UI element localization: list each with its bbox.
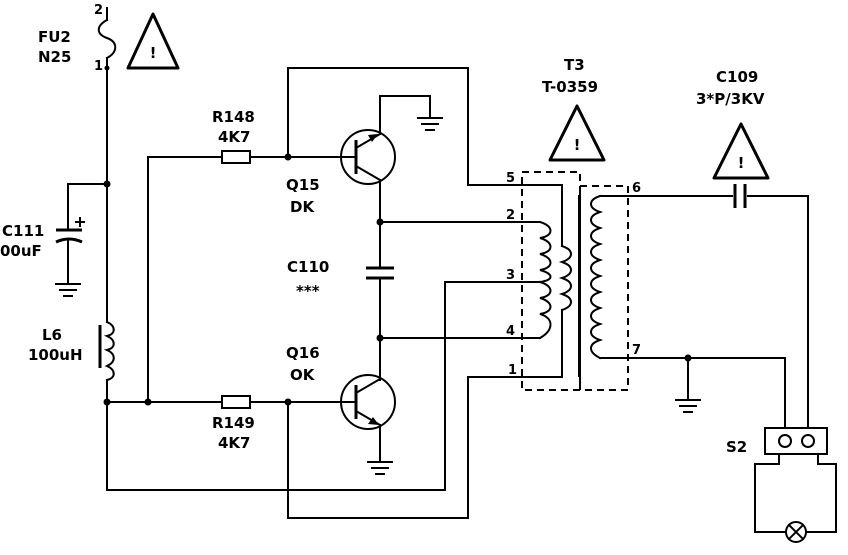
left-rail [97, 7, 117, 491]
fu2-value: N25 [38, 48, 71, 66]
q16-value: OK [290, 366, 316, 384]
l6-ref: L6 [42, 326, 62, 344]
r148-value: 4K7 [218, 128, 251, 146]
base-network [106, 150, 341, 409]
capacitor-c111 [55, 183, 108, 297]
r149-value: 4K7 [218, 434, 251, 452]
t3-pin-6: 6 [632, 181, 641, 196]
fu2-pin-bottom: 1 [94, 59, 103, 74]
t3-value: T-0359 [542, 78, 598, 96]
transistor-q15 [339, 95, 443, 223]
q16-ref: Q16 [286, 344, 320, 362]
warning-triangle-c109: ! [712, 122, 770, 180]
warning-triangle-t3: ! [548, 104, 606, 162]
feedback-loops [106, 67, 523, 519]
c110-value: *** [296, 282, 320, 300]
q15-ref: Q15 [286, 176, 320, 194]
labels: 2 1 FU2 N25 C111 00uF L6 100uH R148 4K7 … [0, 3, 765, 456]
c109-ref: C109 [716, 68, 758, 86]
c110-ref: C110 [287, 258, 329, 276]
q15-value: DK [290, 198, 315, 216]
t3-pin-2: 2 [506, 208, 515, 223]
c109-value: 3*P/3KV [696, 90, 765, 108]
fu2-pin-top: 2 [94, 3, 103, 18]
resistor-r149 [221, 395, 251, 409]
c111-ref: C111 [2, 222, 44, 240]
l6-value: 100uH [28, 346, 83, 364]
capacitor-c110 [366, 218, 523, 381]
fu2-ref: FU2 [38, 28, 71, 46]
resistor-r148 [221, 150, 251, 164]
r148-ref: R148 [212, 108, 255, 126]
warning-triangle-fu2: ! [126, 12, 180, 70]
t3-ref: T3 [564, 56, 585, 74]
warning-icon: ! [150, 44, 157, 62]
transformer-t3 [521, 171, 641, 391]
t3-pin-1: 1 [508, 363, 517, 378]
s2-ref: S2 [726, 438, 747, 456]
t3-pin-4: 4 [506, 324, 515, 339]
c111-value: 00uF [0, 242, 42, 260]
r149-ref: R149 [212, 414, 255, 432]
t3-pin-3: 3 [506, 268, 515, 283]
t3-pin-7: 7 [632, 343, 641, 358]
transistor-q16 [339, 374, 396, 475]
warning-icon: ! [738, 154, 745, 172]
output-circuit [639, 184, 837, 543]
fuse-fu2-symbol [97, 18, 117, 60]
t3-pin-5: 5 [506, 171, 515, 186]
inductor-l6-coil [103, 320, 115, 382]
connector-s2 [764, 427, 828, 455]
warning-icon: ! [574, 136, 581, 154]
